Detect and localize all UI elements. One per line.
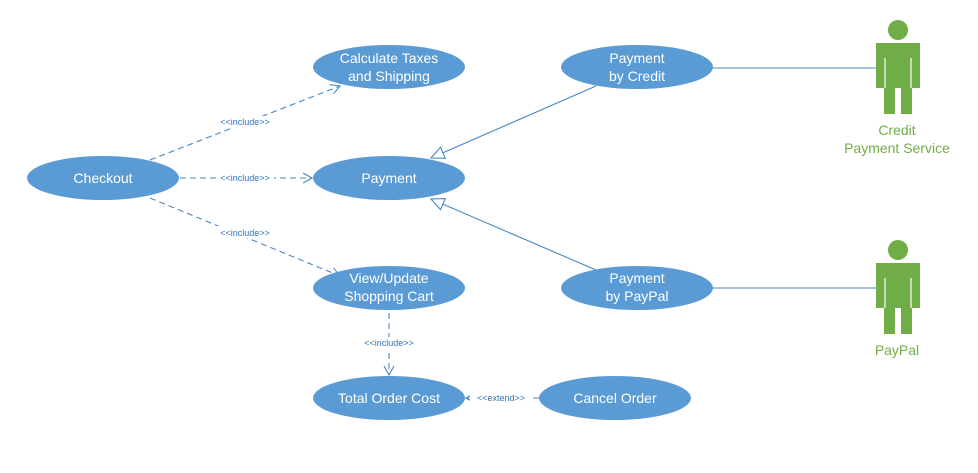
actor-label: PayPal — [875, 342, 919, 358]
actor-label-line-1: Credit — [878, 122, 915, 138]
use-case-label: Checkout — [73, 170, 132, 186]
use-case-label-line-1: Calculate Taxes — [340, 50, 439, 66]
use-case-label-line-1: Payment — [609, 50, 664, 66]
use-case-label-line-1: View/Update — [349, 270, 428, 286]
use-case-payment-by-credit[interactable]: Payment by Credit — [561, 45, 713, 89]
include-label: <<include>> — [220, 117, 270, 127]
use-case-label-line-2: and Shipping — [348, 68, 430, 84]
include-label: <<include>> — [220, 173, 270, 183]
actor-credit-payment-service[interactable]: Credit Payment Service — [844, 20, 950, 156]
use-case-payment-by-paypal[interactable]: Payment by PayPal — [561, 266, 713, 310]
generalization-credit — [429, 85, 597, 159]
actor-paypal[interactable]: PayPal — [875, 240, 920, 358]
use-case-label-line-2: Shopping Cart — [344, 288, 434, 304]
use-case-label-line-2: by PayPal — [605, 288, 668, 304]
use-case-label: Cancel Order — [573, 390, 657, 406]
actor-label-line-2: Payment Service — [844, 140, 950, 156]
include-label: <<include>> — [364, 338, 414, 348]
use-case-label: Total Order Cost — [338, 390, 440, 406]
extend-label: <<extend>> — [477, 393, 525, 403]
actor-icon — [876, 20, 920, 114]
generalization-paypal — [429, 198, 597, 271]
use-case-label: Payment — [361, 170, 416, 186]
use-case-calculate-taxes[interactable]: Calculate Taxes and Shipping — [313, 45, 465, 89]
use-case-label-line-1: Payment — [609, 270, 664, 286]
actor-detail-lines — [884, 58, 912, 114]
use-case-payment[interactable]: Payment — [313, 156, 465, 200]
actor-icon — [876, 240, 920, 334]
include-label: <<include>> — [220, 228, 270, 238]
use-case-checkout[interactable]: Checkout — [27, 156, 179, 200]
actor-detail-lines — [884, 278, 912, 334]
use-case-view-update-cart[interactable]: View/Update Shopping Cart — [313, 266, 465, 310]
use-case-label-line-2: by Credit — [609, 68, 665, 84]
use-case-total-order-cost[interactable]: Total Order Cost — [313, 376, 465, 420]
use-case-cancel-order[interactable]: Cancel Order — [539, 376, 691, 420]
